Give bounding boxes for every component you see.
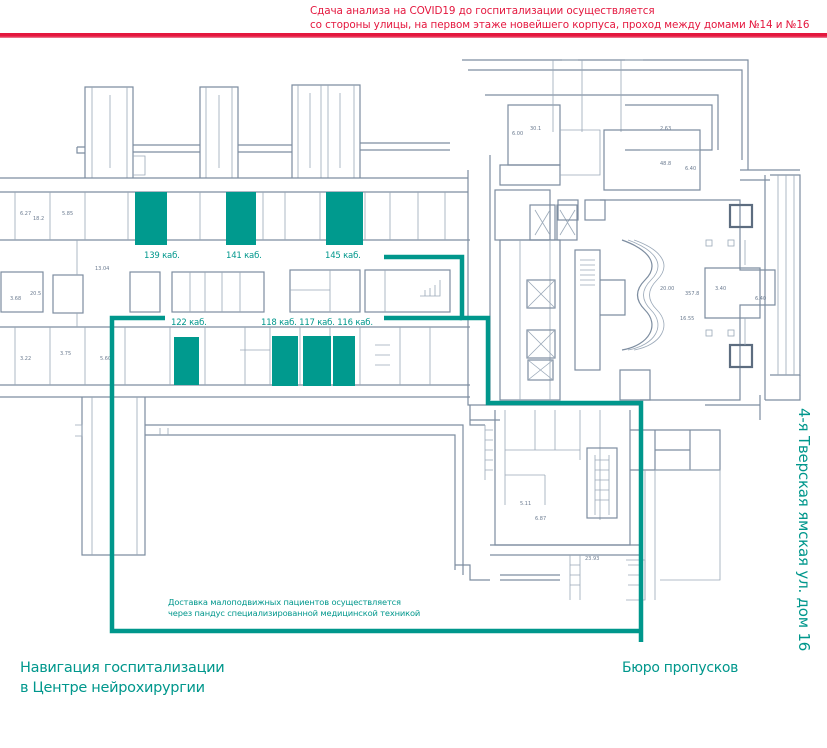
room-118[interactable] — [272, 336, 298, 386]
ramp-note-line-2: через пандус специализированной медицинс… — [168, 608, 421, 618]
covid-note-line-2: со стороны улицы, на первом этаже новейш… — [310, 19, 810, 31]
svg-text:3.75: 3.75 — [60, 351, 71, 357]
route-ramp — [109, 315, 641, 634]
room-label-118-117-116: 118 каб. 117 каб. 116 каб. — [261, 318, 373, 328]
svg-text:6.27: 6.27 — [20, 211, 31, 217]
ramp-delivery-note: Доставка малоподвижных пациентов осущест… — [168, 597, 420, 619]
svg-text:5.60: 5.60 — [100, 356, 111, 362]
svg-text:3.40: 3.40 — [715, 286, 726, 292]
covid-note-line-1: Сдача анализа на COVID19 до госпитализац… — [310, 5, 655, 17]
svg-text:13.04: 13.04 — [95, 266, 109, 272]
street-address-label: 4-я Тверская ямская ул. дом 16 — [795, 408, 813, 652]
room-145[interactable] — [326, 192, 363, 245]
route-pass-office-to-upper-corridor — [384, 254, 644, 642]
svg-text:2.63: 2.63 — [660, 126, 671, 132]
svg-text:30.1: 30.1 — [530, 126, 541, 132]
svg-text:6.40: 6.40 — [755, 296, 766, 302]
room-122[interactable] — [174, 337, 199, 385]
svg-text:20.00: 20.00 — [660, 286, 674, 292]
room-141[interactable] — [226, 192, 256, 245]
highlighted-rooms — [135, 192, 363, 386]
room-117[interactable] — [303, 336, 331, 386]
svg-text:23.93: 23.93 — [585, 556, 599, 562]
pass-office-label: Бюро пропусков — [622, 660, 739, 676]
svg-text:20.5: 20.5 — [30, 291, 41, 297]
room-139[interactable] — [135, 192, 167, 245]
dimension-labels: 6.27 18.2 5.85 3.68 20.5 13.04 3.75 3.22… — [10, 126, 766, 562]
title-line-2: в Центре нейрохирургии — [20, 680, 205, 696]
svg-text:6.87: 6.87 — [535, 516, 546, 522]
room-label-141: 141 каб. — [226, 251, 262, 261]
room-label-122: 122 каб. — [171, 318, 207, 328]
svg-text:6.00: 6.00 — [512, 131, 523, 137]
navigation-routes — [109, 254, 644, 642]
building-walls — [0, 59, 801, 601]
svg-text:48.8: 48.8 — [660, 161, 671, 167]
ramp-note-line-1: Доставка малоподвижных пациентов осущест… — [168, 597, 401, 607]
svg-text:18.2: 18.2 — [33, 216, 44, 222]
svg-text:6.40: 6.40 — [685, 166, 696, 172]
svg-text:357.8: 357.8 — [685, 291, 699, 297]
room-label-145: 145 каб. — [325, 251, 361, 261]
svg-text:5.11: 5.11 — [520, 501, 531, 507]
svg-text:3.22: 3.22 — [20, 356, 31, 362]
svg-text:5.85: 5.85 — [62, 211, 73, 217]
svg-text:3.68: 3.68 — [10, 296, 21, 302]
covid-test-note: Сдача анализа на COVID19 до госпитализац… — [310, 4, 809, 32]
svg-text:16.55: 16.55 — [680, 316, 694, 322]
header-divider — [0, 33, 827, 38]
room-label-139: 139 каб. — [144, 251, 180, 261]
page-title: Навигация госпитализации в Центре нейрох… — [20, 658, 225, 698]
room-116[interactable] — [333, 336, 355, 386]
title-line-1: Навигация госпитализации — [20, 660, 225, 676]
